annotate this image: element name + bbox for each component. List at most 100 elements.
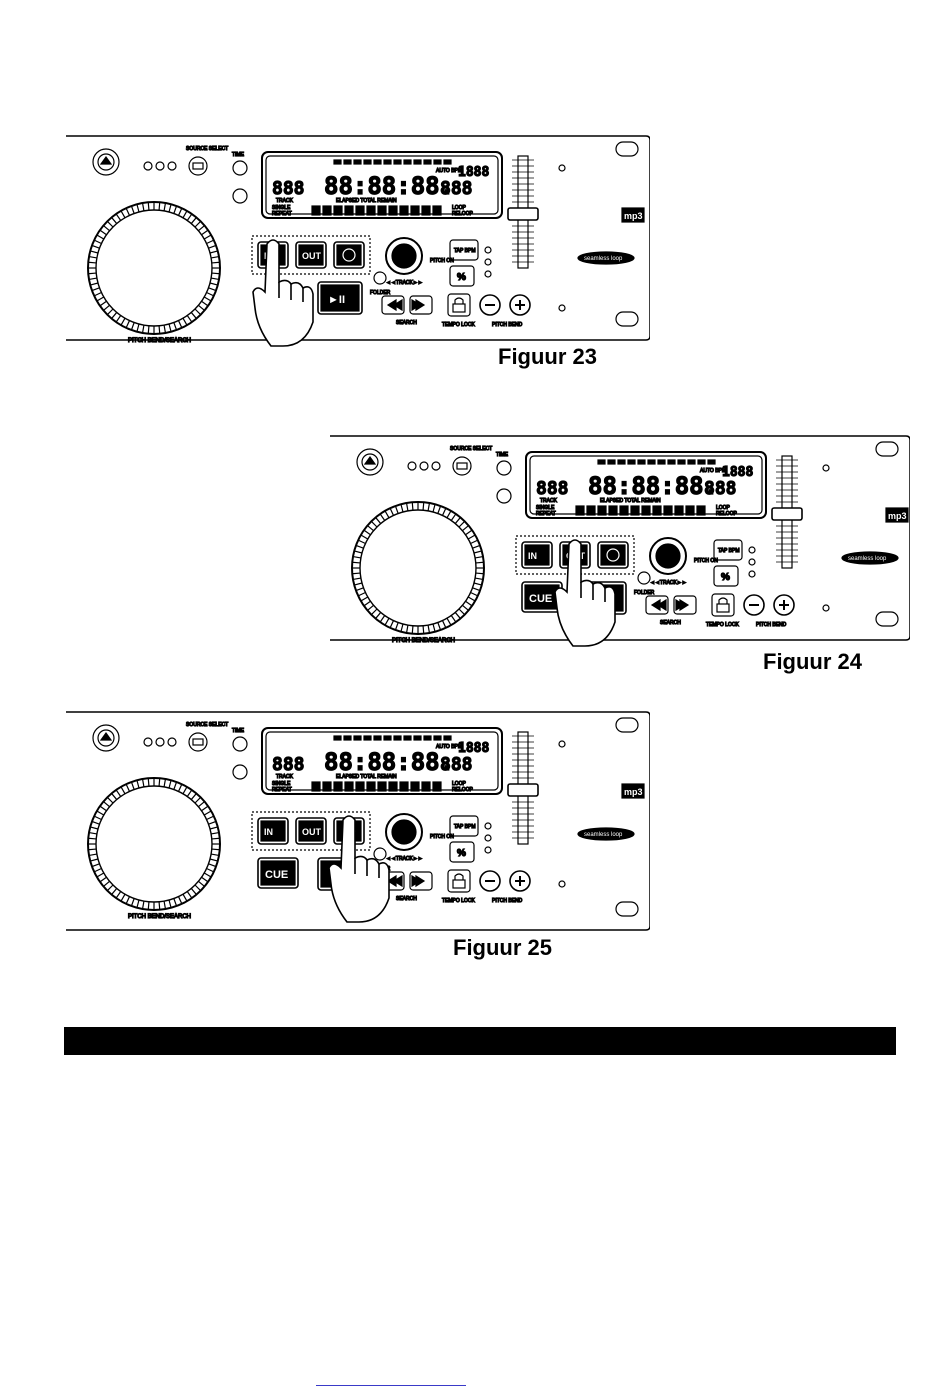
lcd-auto-bpm: AUTO BPM [700, 468, 726, 474]
in-button [257, 817, 289, 845]
jog-tick [99, 876, 107, 883]
percent-label: % [721, 572, 730, 583]
jog-tick [194, 796, 202, 804]
lcd-bar [322, 781, 332, 792]
jog-tick [130, 322, 135, 331]
screw [822, 604, 830, 612]
track-knob-label: ◄◄TRACK►► [386, 856, 423, 862]
single-button [496, 488, 512, 504]
pitch-range-led [748, 558, 756, 566]
jog-tick [186, 213, 193, 221]
track-knob [385, 813, 423, 851]
pitch-range-led [748, 546, 756, 554]
lcd-reloop-label: RELOOP [452, 787, 474, 793]
lcd-segment [343, 159, 352, 165]
lcd-segment [707, 459, 716, 465]
finger-lines [580, 582, 606, 602]
pitch-range-led [748, 570, 756, 578]
search-forward-button [409, 295, 433, 315]
jog-tick [462, 604, 469, 611]
jog-tick [173, 898, 178, 907]
jog-label: PITCH BEND/SEARCH [128, 914, 191, 920]
jog-tick [201, 876, 209, 883]
jog-tick [375, 612, 382, 619]
jog-tick [198, 801, 205, 808]
mount-slot [875, 611, 899, 627]
lcd-track-digits: 888 [272, 754, 305, 775]
jog-wheel-inner [95, 209, 213, 327]
jog-tick [201, 300, 209, 307]
jog-tick [88, 272, 97, 275]
lcd-segment [597, 459, 606, 465]
jog-tick [201, 805, 209, 812]
jog-tick [93, 291, 102, 297]
jog-tick [120, 210, 126, 219]
jog-tick [206, 815, 215, 821]
jog-tick [168, 780, 172, 789]
mode-led [143, 161, 153, 171]
pitch-bend-label: PITCH BEND [756, 622, 787, 628]
jog-tick [370, 608, 378, 616]
jog-tick [99, 805, 107, 812]
lcd-track-label: TRACK [276, 774, 294, 780]
jog-tick [441, 507, 447, 516]
lcd-bar [410, 205, 420, 216]
jog-tick [454, 517, 461, 524]
jog-tick [130, 781, 135, 790]
jog-tick [88, 853, 97, 857]
jog-tick [470, 591, 479, 597]
lcd-reloop-label: RELOOP [452, 211, 474, 217]
lcd-bar [344, 205, 354, 216]
reloop-icon [606, 548, 620, 562]
pitch-bend-minus-button [743, 594, 765, 616]
lcd-segment [607, 459, 616, 465]
jog-tick [472, 587, 481, 592]
jog-tick [467, 534, 476, 540]
lcd-bar [608, 505, 618, 516]
out-button-label: OUT [302, 251, 322, 261]
mode-led [143, 737, 153, 747]
jog-tick [136, 323, 140, 332]
time-label: TIME [232, 728, 245, 734]
jog-tick [141, 202, 145, 211]
jog-tick [168, 204, 172, 213]
jog-tick [462, 525, 469, 532]
tap-bpm-label: TAP BPM [718, 548, 740, 554]
jog-tick [209, 282, 218, 286]
jog-tick [103, 880, 110, 887]
out-button [295, 241, 327, 269]
jog-tick [472, 544, 481, 549]
jog-wheel-inner [359, 509, 477, 627]
jog-tick [168, 323, 172, 332]
jog-tick [206, 239, 215, 245]
seamless-loop-logo [841, 551, 899, 565]
tempo-lock-button [447, 293, 471, 317]
lcd-segment [627, 459, 636, 465]
jog-tick [454, 612, 461, 619]
lcd-segment [443, 159, 452, 165]
jog-tick [190, 888, 197, 895]
jog-tick [473, 582, 482, 586]
lcd-elapsed-label: ELAPSED TOTAL REMAIN [600, 498, 661, 504]
hand-shape [328, 815, 390, 923]
jog-tick [354, 582, 363, 586]
lcd-bar [575, 505, 585, 516]
jog-tick [158, 901, 161, 910]
jog-tick [141, 778, 145, 787]
lcd-bar [333, 781, 343, 792]
pitch-bend-label: PITCH BEND [492, 898, 523, 904]
lock-icon [452, 879, 466, 889]
screw [822, 464, 830, 472]
jog-tick [194, 220, 202, 228]
loop-group-outline [515, 535, 635, 575]
jog-tick [182, 893, 188, 902]
lcd-segment [413, 159, 422, 165]
reloop-button [333, 241, 365, 269]
jog-tick [111, 793, 118, 800]
lcd-segment [383, 735, 392, 741]
footer-link-underline[interactable] [316, 1385, 466, 1386]
lcd-time-digits: 88:88:88. [324, 748, 454, 776]
jog-tick [201, 229, 209, 236]
lock-shackle-icon [454, 873, 464, 880]
rewind-icon [386, 874, 403, 888]
